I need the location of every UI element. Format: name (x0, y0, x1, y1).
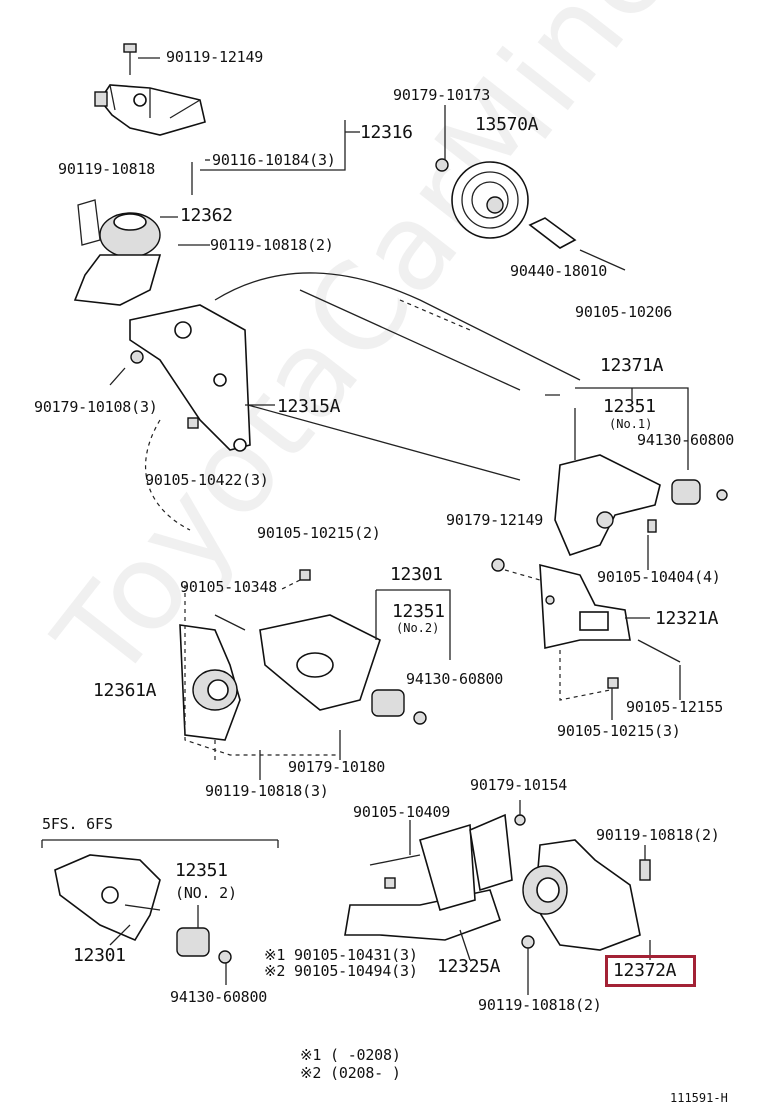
part-label-90105-10404: 90105-10404(4) (597, 568, 721, 586)
leader-dashed-right (504, 569, 611, 701)
part-label-12351-no2: 12351 (392, 601, 445, 622)
part-label-90105-10348: 90105-10348 (180, 578, 278, 596)
part-label-90105-12155: 90105-12155 (626, 698, 724, 716)
leader-dashed-left (184, 579, 340, 760)
part-label-90179-12149: 90179-12149 (446, 511, 544, 529)
part-label-90119-10818-2b: 90119-10818(2) (596, 826, 720, 844)
part-label-12325A: 12325A (437, 956, 501, 977)
part-label-12351-no1: 12351 (603, 396, 656, 417)
part-label-90119-10818: 90119-10818 (58, 160, 156, 178)
part-label-90119-12149: 90119-12149 (166, 48, 264, 66)
engine-outline (214, 272, 581, 481)
note1-line: ※1 90105-10431(3) (264, 946, 418, 964)
part-label-94130-60800-c: 94130-60800 (170, 988, 268, 1006)
part-label-12301: 12301 (390, 564, 443, 585)
mount-12361A (179, 624, 241, 741)
part-label-12315A: 12315A (277, 396, 341, 417)
part-label-12301-inset: 12301 (73, 945, 126, 966)
bracket-12325A (344, 813, 526, 941)
part-label-90116-10184: 90116-10184(3) (212, 151, 336, 169)
part-label-90105-10215-3: 90105-10215(3) (557, 722, 681, 740)
part-label-90179-10173: 90179-10173 (393, 86, 491, 104)
engine-mount-12362 (73, 199, 162, 306)
part-label-94130-60800-a: 94130-60800 (637, 431, 735, 449)
part-label-90179-10108: 90179-10108(3) (34, 398, 158, 416)
footnote-1: ※1 ( -0208) (300, 1046, 401, 1064)
part-label-12372A: 12372A (613, 960, 677, 981)
part-label-90119-10818-2: 90119-10818(2) (210, 236, 334, 254)
part-label-90119-10818-2c: 90119-10818(2) (478, 996, 602, 1014)
mount-12371A (554, 454, 728, 556)
bracket-12321A (491, 558, 681, 689)
part-label-12321A: 12321A (655, 608, 719, 629)
idler-pulley-13570A (435, 158, 626, 271)
part-label-12362: 12362 (180, 205, 233, 226)
note2-line: ※2 90105-10494(3) (264, 962, 418, 980)
part-label-12361A: 12361A (93, 680, 157, 701)
inset-5fs-6fs (41, 839, 279, 964)
inset-caption: 5FS. 6FS (42, 815, 113, 833)
label-no2: (No.2) (396, 621, 440, 635)
engine-outline-dashed (145, 299, 471, 531)
part-label-12351-inset: 12351 (175, 860, 228, 881)
part-label-12316: 12316 (360, 122, 413, 143)
upper-mount-bracket (94, 84, 206, 136)
footnote-2: ※2 (0208- ) (300, 1064, 401, 1082)
part-label-94130-60800-b: 94130-60800 (406, 670, 504, 688)
part-label-90179-10180: 90179-10180 (288, 758, 386, 776)
label-no1: (No.1) (609, 417, 653, 431)
part-label-90105-10422: 90105-10422(3) (145, 471, 269, 489)
leader-lines (109, 57, 689, 995)
part-label-90440-18010: 90440-18010 (510, 262, 608, 280)
mount-12372A (521, 839, 651, 951)
part-label-90105-10215-2: 90105-10215(2) (257, 524, 381, 542)
part-label-90119-10818-3: 90119-10818(3) (205, 782, 329, 800)
bracket-12301 (214, 569, 427, 725)
label-no2-inset: (NO. 2) (175, 884, 237, 902)
part-label-90179-10154: 90179-10154 (470, 776, 568, 794)
bolt-top (123, 43, 137, 75)
part-label-13570A: 13570A (475, 114, 539, 135)
diagram-id: 111591-H (670, 1091, 728, 1105)
highlight-box-12372A (605, 955, 696, 987)
bracket-12315A (129, 304, 251, 452)
part-label-90105-10409: 90105-10409 (353, 803, 451, 821)
part-label-12371A: 12371A (600, 355, 664, 376)
part-label-90105-10206: 90105-10206 (575, 303, 673, 321)
